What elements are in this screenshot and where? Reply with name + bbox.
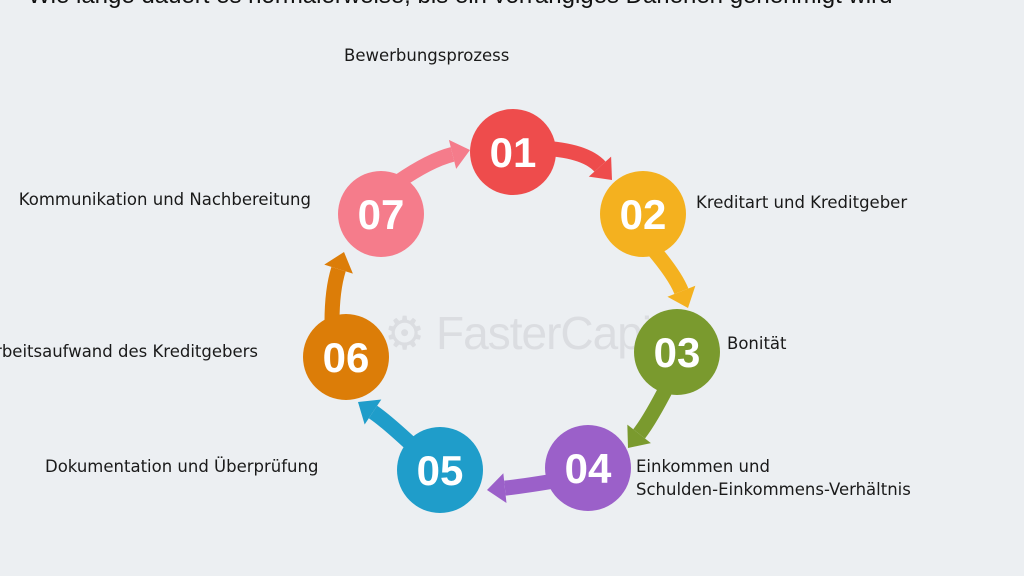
step-circle-01: 01 <box>470 109 556 195</box>
page-title: Wie lange dauert es normalerweise, bis e… <box>28 0 1008 10</box>
step-circle-05: 05 <box>397 427 483 513</box>
step-label-05: Dokumentation und Überprüfung <box>45 457 319 476</box>
arrow-02 <box>646 243 696 308</box>
step-circle-04: 04 <box>545 425 631 511</box>
step-circle-06: 06 <box>303 314 389 400</box>
step-label-04-line2: Schulden-Einkommens-Verhältnis <box>636 480 911 499</box>
step-label-07: Kommunikation und Nachbereitung <box>18 190 311 209</box>
arrow-03 <box>627 381 675 448</box>
step-label-03: Bonität <box>727 334 787 353</box>
step-circle-02: 02 <box>600 171 686 257</box>
step-number: 01 <box>490 129 537 176</box>
step-label-01: Bewerbungsprozess <box>344 46 510 65</box>
step-circle-07: 07 <box>338 171 424 257</box>
step-label-02: Kreditart und Kreditgeber <box>696 193 908 212</box>
step-circle-03: 03 <box>634 309 720 395</box>
step-number: 02 <box>620 191 667 238</box>
arrow-05 <box>358 399 418 451</box>
step-label-06: Arbeitsaufwand des Kreditgebers <box>0 342 258 361</box>
step-number: 05 <box>417 447 464 494</box>
arrow-06 <box>324 252 353 323</box>
arrow-07 <box>393 139 470 189</box>
step-label-04: Einkommen und <box>636 457 770 476</box>
step-number: 06 <box>323 334 370 381</box>
step-number: 04 <box>565 445 612 492</box>
step-number: 07 <box>358 191 405 238</box>
step-number: 03 <box>654 329 701 376</box>
